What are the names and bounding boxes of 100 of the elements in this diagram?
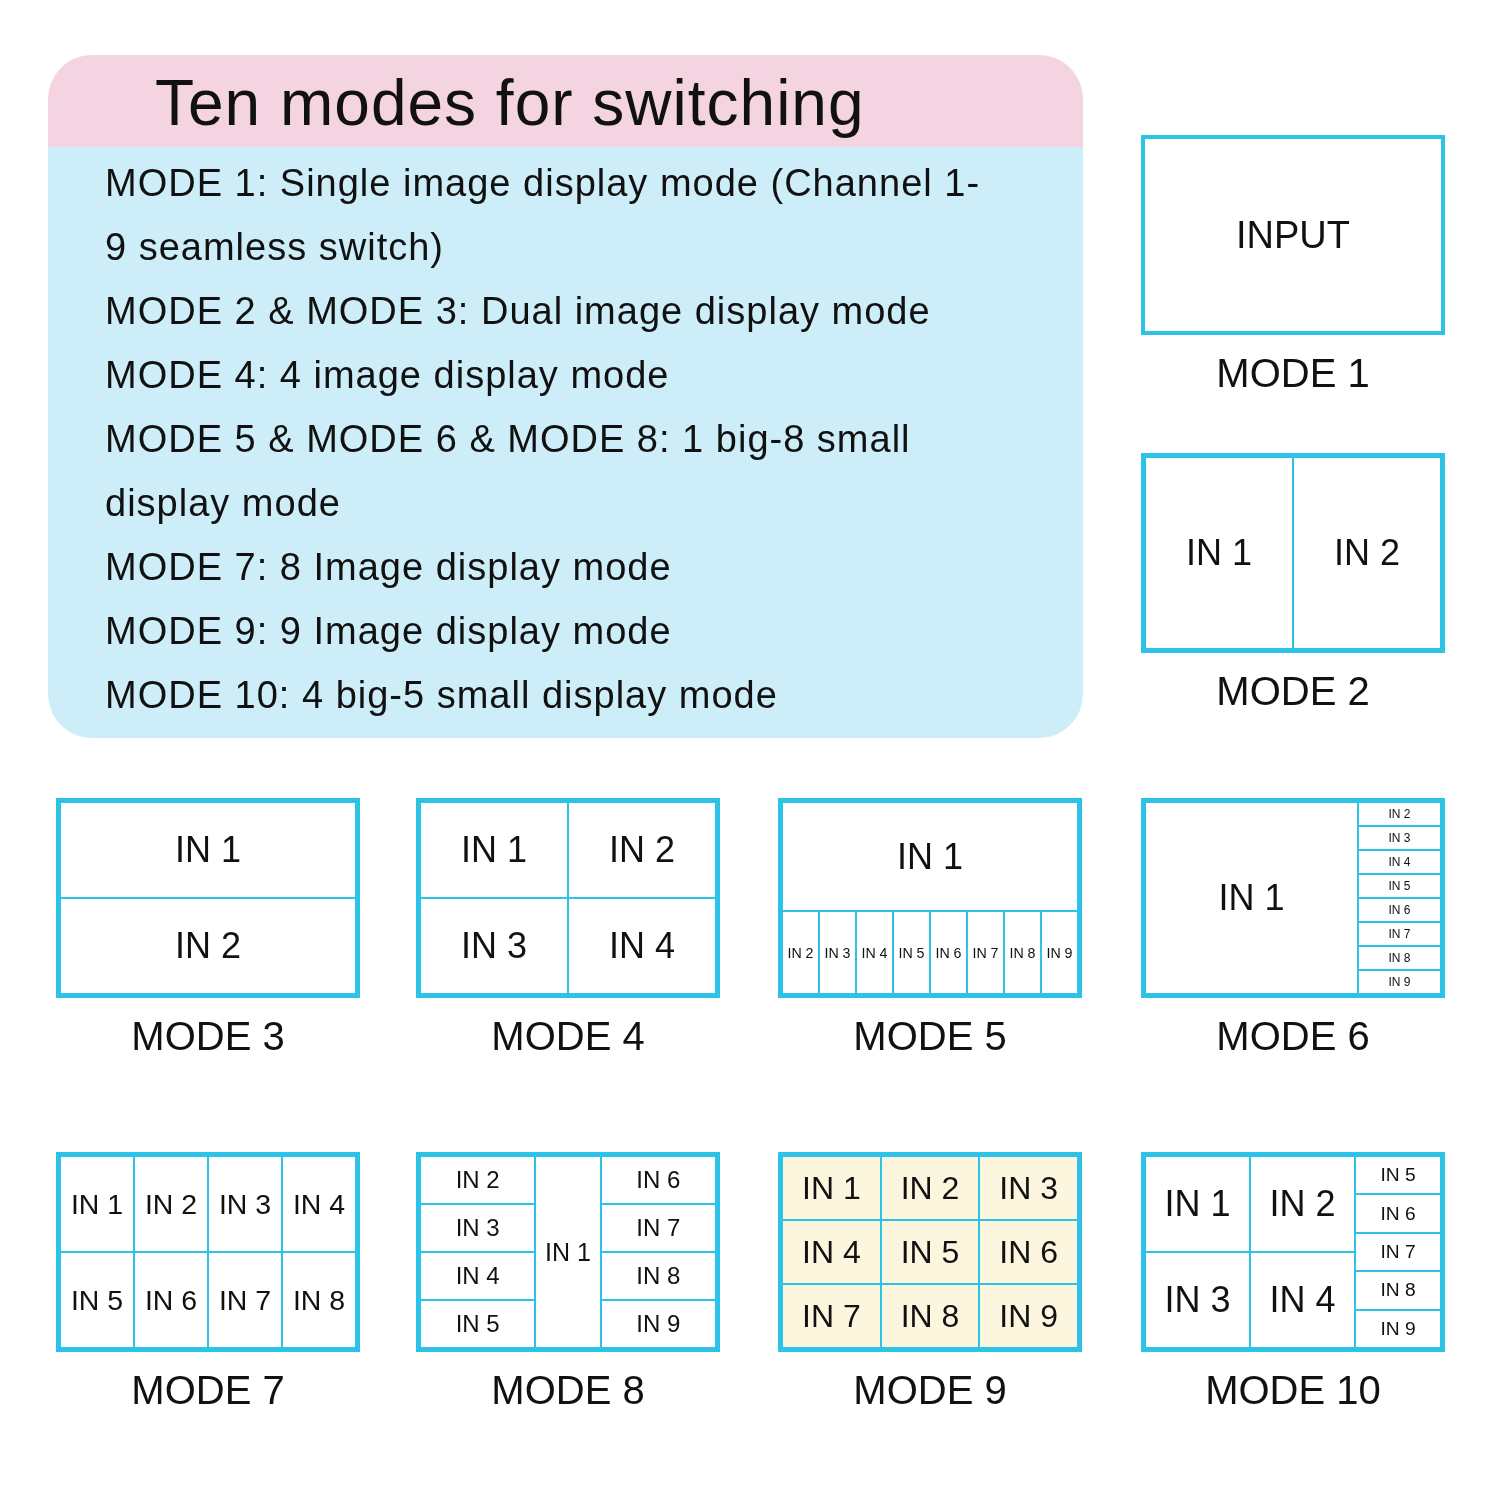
screen-cell [782,1156,881,1220]
screen-cell [600,1204,716,1252]
screen-cell [60,1156,134,1252]
input-label: IN 2 [144,1187,198,1221]
input-label: IN 5 [1380,1164,1416,1187]
input-label: IN 9 [1046,944,1073,961]
input-label: IN 8 [1009,944,1036,961]
screen-cell [856,911,893,994]
screen-cell [880,1284,980,1348]
input-label: IN 7 [972,944,999,961]
mode-label: MODE 7 [130,1368,286,1413]
screen-cell [819,911,856,994]
screen-cell [1358,898,1441,922]
screen-cell [420,898,568,994]
mode-label: MODE 9 [852,1368,1008,1413]
screen-cell [1250,1252,1356,1348]
input-label: IN 1 [897,835,963,878]
screen-cell [1355,1232,1441,1272]
input-label: IN 8 [1388,951,1411,965]
screen-cell [420,1204,536,1252]
screen-cell [1145,1156,1251,1252]
screen-cell [282,1252,356,1348]
screen-cell [568,898,716,994]
input-label: IN 6 [1388,903,1411,917]
screen-cell [1355,1156,1441,1195]
screen-cell [1355,1271,1441,1310]
mode-label: MODE 8 [490,1368,646,1413]
mode-label: MODE 2 [1215,669,1371,714]
screen-cell [134,1252,208,1348]
screen-cell [782,1284,881,1348]
input-label: IN 4 [455,1262,500,1290]
input-label: IN 3 [455,1214,500,1242]
screen-cell [880,1220,980,1284]
mode-description: MODE 4: 4 image display mode [105,353,671,398]
input-label: IN 4 [609,925,675,967]
input-label: IN 1 [1164,1183,1231,1225]
screen-cell [979,1156,1078,1220]
screen-cell [1358,946,1441,970]
screen-layout [1141,798,1445,998]
mode-description: MODE 10: 4 big-5 small display mode [105,673,779,718]
mode-description: MODE 7: 8 Image display mode [105,545,673,590]
screen-cell [893,911,930,994]
screen-layout [778,798,1082,998]
screen-layout [778,1152,1082,1352]
input-label: IN 6 [144,1283,198,1317]
screen-cell [600,1156,716,1204]
input-label: IN 2 [455,1166,500,1194]
input-label: IN 1 [1186,532,1252,574]
screen-cell [782,1220,881,1284]
mode-description: MODE 5 & MODE 6 & MODE 8: 1 big-8 small display mode [105,417,912,526]
screen-cell [600,1252,716,1300]
screen-cell [1250,1156,1356,1252]
input-label: IN 4 [802,1233,861,1271]
input-label: IN 8 [636,1262,681,1290]
input-label: IN 5 [898,944,925,961]
input-label: IN 7 [636,1214,681,1242]
input-label: IN 2 [1388,807,1411,821]
screen-cell [420,1252,536,1300]
mode-description: MODE 2 & MODE 3: Dual image display mode [105,289,932,334]
input-label: IN 6 [935,944,962,961]
input-label: IN 3 [461,925,527,967]
screen-cell [967,911,1004,994]
screen-cell [1358,970,1441,994]
input-label: IN 1 [175,829,241,871]
input-label: IN 4 [861,944,888,961]
input-label: IN 5 [70,1283,124,1317]
mode-label: MODE 5 [852,1014,1008,1059]
input-label: IN 4 [1388,855,1411,869]
screen-layout [416,798,720,998]
screen-layout [416,1152,720,1352]
screen-layout [56,798,360,998]
input-label: IN 7 [218,1283,272,1317]
input-label: IN 8 [1380,1279,1416,1302]
screen-cell [979,1284,1078,1348]
screen-cell [880,1156,980,1220]
input-label: IN 3 [218,1187,272,1221]
input-label: IN 5 [1388,879,1411,893]
input-label: IN 2 [1334,532,1400,574]
input-label: IN 1 [70,1187,124,1221]
input-label: IN 1 [461,829,527,871]
input-label: IN 2 [1269,1183,1336,1225]
input-label: IN 4 [292,1187,346,1221]
mode-label: MODE 4 [490,1014,646,1059]
mode-label: MODE 3 [130,1014,286,1059]
input-label: IN 9 [636,1310,681,1338]
screen-cell [930,911,967,994]
mode-description: MODE 1: Single image display mode (Channel 1-9 seamless switch) [105,161,982,270]
screen-cell [208,1156,282,1252]
input-label: IN 7 [1380,1241,1416,1263]
input-label: IN 4 [1269,1279,1336,1321]
input-label: IN 1 [545,1237,591,1267]
screen-cell [208,1252,282,1348]
screen-cell [1293,457,1441,649]
mode-label: MODE 6 [1215,1014,1371,1059]
screen-layout [1141,453,1445,653]
input-label: IN 2 [787,944,814,961]
mode-description: MODE 9: 9 Image display mode [105,609,673,654]
screen-cell [420,802,568,898]
text-panel [48,55,1083,738]
screen-cell [60,898,356,994]
